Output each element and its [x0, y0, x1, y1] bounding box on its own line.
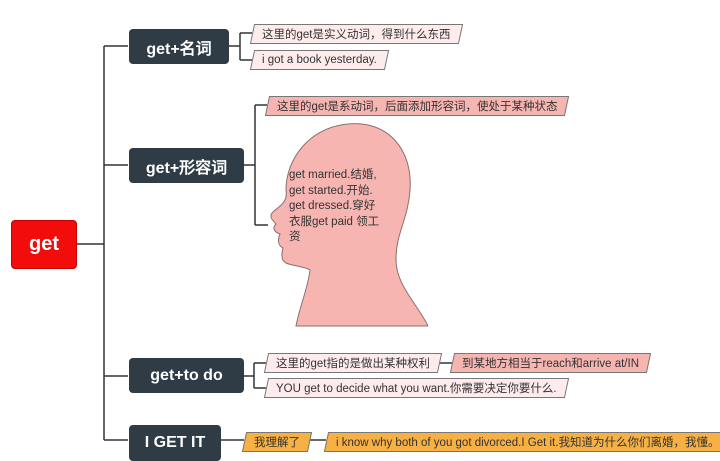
leaf-text: 到某地方相当于reach和arrive at/IN — [462, 358, 640, 370]
root-node[interactable]: get — [11, 220, 77, 269]
leaf-get-to-do-meaning[interactable]: 这里的get指的是做出某种权利 — [263, 353, 443, 373]
leaf-text: 这里的get是系动词，后面添加形容词，使处于某种状态 — [277, 101, 558, 113]
leaf-i-get-it-example[interactable]: i know why both of you got divorced.I Ge… — [323, 432, 720, 452]
leaf-text: 这里的get是实义动词，得到什么东西 — [262, 29, 451, 41]
leaf-get-noun-meaning[interactable]: 这里的get是实义动词，得到什么东西 — [249, 24, 463, 44]
leaf-get-to-place[interactable]: 到某地方相当于reach和arrive at/IN — [449, 353, 652, 373]
leaf-i-get-it-meaning[interactable]: 我理解了 — [241, 432, 313, 452]
head-text: get married.结婚, get started.开始. get dres… — [289, 169, 380, 243]
leaf-text: 我理解了 — [254, 437, 300, 449]
leaf-get-noun-example[interactable]: i got a book yesterday. — [249, 50, 389, 70]
branch-i-get-it[interactable]: I GET IT — [129, 425, 221, 461]
leaf-text: i got a book yesterday. — [262, 54, 377, 66]
leaf-get-to-do-example[interactable]: YOU get to decide what you want.你需要决定你要什… — [263, 378, 569, 398]
leaf-text: YOU get to decide what you want.你需要决定你要什… — [276, 383, 557, 395]
head-silhouette-shape[interactable] — [268, 120, 428, 328]
leaf-get-adjective-meaning[interactable]: 这里的get是系动词，后面添加形容词，使处于某种状态 — [264, 96, 570, 116]
leaf-text: 这里的get指的是做出某种权利 — [276, 358, 430, 370]
branch-get-to-do[interactable]: get+to do — [129, 358, 244, 393]
branch-get-adjective[interactable]: get+形容词 — [129, 148, 244, 183]
branch-get-noun[interactable]: get+名词 — [129, 29, 229, 64]
leaf-text: i know why both of you got divorced.I Ge… — [336, 437, 720, 449]
